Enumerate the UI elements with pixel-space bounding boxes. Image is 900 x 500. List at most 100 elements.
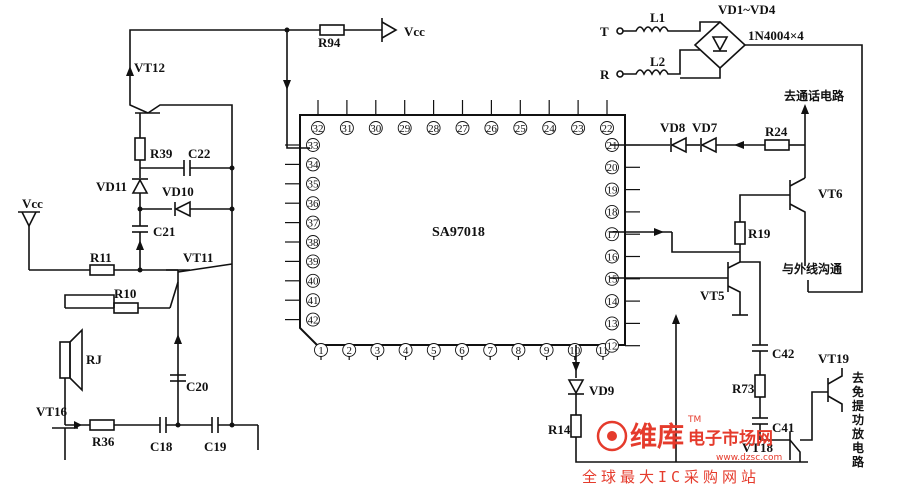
label-c19: C19 xyxy=(204,439,227,454)
label-vd9: VD9 xyxy=(589,383,615,398)
label-vt11: VT11 xyxy=(183,250,213,265)
pin-number: 36 xyxy=(308,198,320,210)
pin-top-circle xyxy=(311,121,325,135)
vcc-left-symbol xyxy=(21,211,37,228)
ic-body xyxy=(299,114,626,346)
vt6-emitter xyxy=(789,203,806,266)
vt19-collector xyxy=(827,368,843,385)
resistor-r14 xyxy=(570,414,582,438)
label-external: 与外线沟通 xyxy=(782,261,842,276)
watermark-site: www.dzsc.com xyxy=(716,453,782,463)
terminal-t xyxy=(616,27,624,35)
watermark-logo-icon xyxy=(596,420,628,452)
resistor-r39 xyxy=(134,137,146,161)
label-vd10: VD10 xyxy=(162,184,194,199)
label-vt6: VT6 xyxy=(818,186,843,201)
label-to-call: 去通话电路 xyxy=(784,88,845,103)
pin-number: 23 xyxy=(573,123,585,135)
pin-left-circle xyxy=(306,293,320,308)
pin-number: 25 xyxy=(515,123,527,135)
wire-r14-bottom xyxy=(575,437,808,463)
pin-left-circle xyxy=(306,312,320,327)
pin-number: 5 xyxy=(431,345,437,357)
label-r14: R14 xyxy=(548,422,571,437)
wire-vt5-c42 xyxy=(740,261,761,345)
watermark-logo-dot xyxy=(607,431,617,441)
pin-number: 27 xyxy=(457,123,469,135)
label-vd11: VD11 xyxy=(96,179,127,194)
pin-top-circle xyxy=(339,121,354,135)
pin-left-circle xyxy=(306,157,320,172)
label-diode-part: 1N4004×4 xyxy=(748,28,804,43)
pin-number: 22 xyxy=(602,123,613,135)
node xyxy=(229,165,235,171)
pin-number: 19 xyxy=(607,184,619,196)
label-r36: R36 xyxy=(92,434,115,449)
vt5-collector xyxy=(727,261,741,269)
arrow-pin10 xyxy=(572,362,580,372)
pin-number: 41 xyxy=(308,295,319,307)
vcc-top-symbol xyxy=(381,21,398,39)
pin-number: 42 xyxy=(308,314,319,326)
label-handsfree: 去免提功放电路 xyxy=(851,370,865,469)
pin-left-circle xyxy=(306,196,320,211)
wire xyxy=(169,281,179,309)
pin-number: 24 xyxy=(544,123,556,135)
label-r94: R94 xyxy=(318,35,341,50)
pin-right-circle xyxy=(605,160,619,175)
node xyxy=(175,422,181,428)
pin-top-circle xyxy=(600,121,614,135)
pin-top-circle xyxy=(455,121,470,135)
diode-vd10 xyxy=(174,200,191,218)
pin-right-circle xyxy=(605,227,619,242)
pin-left-circle xyxy=(306,273,320,288)
arrow-vt12 xyxy=(126,66,134,76)
pin-top-circle xyxy=(397,121,412,135)
pin-number: 39 xyxy=(308,256,320,268)
watermark: 维库 电子市场网 TM www.dzsc.com 全球最大IC采购网站 xyxy=(582,415,782,486)
label-r24: R24 xyxy=(765,124,788,139)
pin-top-circle xyxy=(513,121,528,135)
pin-number: 3 xyxy=(375,345,381,357)
pin-number: 16 xyxy=(607,251,619,263)
diode-vd7 xyxy=(700,136,717,154)
pin-number: 12 xyxy=(607,341,618,353)
label-rj: RJ xyxy=(86,352,102,367)
resistor-r24 xyxy=(764,139,790,151)
label-t: T xyxy=(600,24,609,39)
label-handsfree-group: 去免提功放电路 xyxy=(851,370,865,469)
pin-number: 30 xyxy=(370,123,382,135)
label-vt5: VT5 xyxy=(700,288,725,303)
label-vd7: VD7 xyxy=(692,120,718,135)
resistor-r10 xyxy=(113,302,139,314)
pin-bottom-circle xyxy=(342,343,357,357)
label-r11: R11 xyxy=(90,250,112,265)
label-vcc-top: Vcc xyxy=(404,24,425,39)
label-c20: C20 xyxy=(186,379,208,394)
speaker-body xyxy=(59,341,71,379)
pin-number: 26 xyxy=(486,123,498,135)
pin-top-circle xyxy=(571,121,586,135)
pin-bottom-circle xyxy=(483,343,498,357)
vt6-collector xyxy=(789,177,806,187)
pin-number: 1 xyxy=(318,345,324,357)
pin-number: 28 xyxy=(428,123,440,135)
resistor-r11 xyxy=(89,264,115,276)
watermark-brand: 维库 xyxy=(630,422,684,453)
arrow-to-call xyxy=(801,104,809,114)
pin-number: 35 xyxy=(308,179,320,191)
pin-number: 29 xyxy=(399,123,411,135)
pin-number: 8 xyxy=(516,345,522,357)
label-r10: R10 xyxy=(114,286,136,301)
wire-bridge-neg xyxy=(680,68,721,79)
label-r19: R19 xyxy=(748,226,771,241)
pin-top-circle xyxy=(426,121,441,135)
arrow-vt11 xyxy=(174,334,182,344)
wire-bridge-out xyxy=(745,44,863,293)
pin-number: 15 xyxy=(607,274,619,286)
arrow-pin15 xyxy=(672,314,680,324)
pin-number: 9 xyxy=(544,345,550,357)
pin-number: 10 xyxy=(569,345,581,357)
pin-number: 33 xyxy=(308,140,320,152)
